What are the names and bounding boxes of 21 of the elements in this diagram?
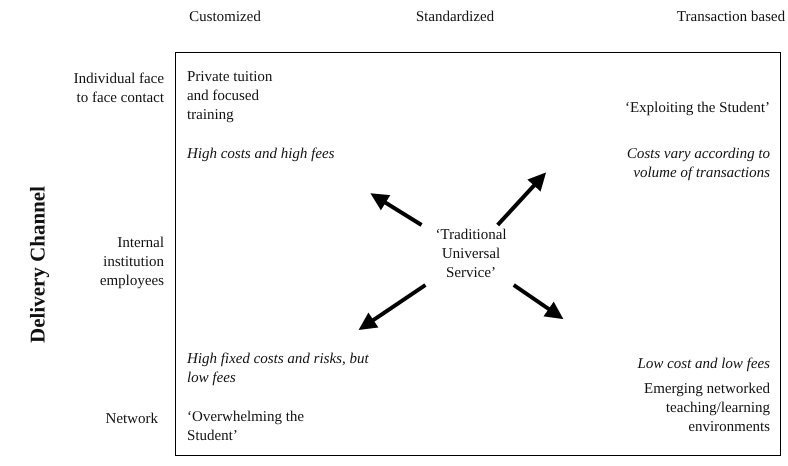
axis-title: Delivery Channel — [28, 185, 48, 345]
quadrant-label: Emerging networked teaching/learning environments — [643, 380, 770, 437]
row-heading: Individual face to face contact — [72, 70, 164, 108]
quadrant-label: Private tuition and focused training — [187, 68, 274, 125]
quadrant-note: High costs and high fees — [187, 145, 336, 164]
center-label: ‘Traditional Universal Service’ — [434, 226, 508, 283]
quadrant-frame — [175, 52, 781, 456]
row-heading: Internal institution employees — [98, 234, 164, 291]
arrow — [370, 193, 423, 227]
arrow — [358, 283, 427, 330]
arrow — [496, 172, 546, 226]
quadrant-note: High fixed costs and risks, but low fees — [187, 350, 370, 388]
quadrant-label: ‘Overwhelming the Student’ — [187, 408, 306, 446]
column-heading: Customized — [188, 8, 262, 27]
row-heading: Network — [104, 410, 158, 429]
arrow — [512, 283, 564, 320]
quadrant-note: Costs vary according to volume of transactions — [626, 145, 770, 183]
quadrant-note: Low cost and low fees — [636, 355, 770, 374]
column-heading: Standardized — [414, 8, 496, 27]
column-heading: Transaction based — [676, 8, 786, 27]
quadrant-label: ‘Exploiting the Student’ — [624, 99, 770, 118]
